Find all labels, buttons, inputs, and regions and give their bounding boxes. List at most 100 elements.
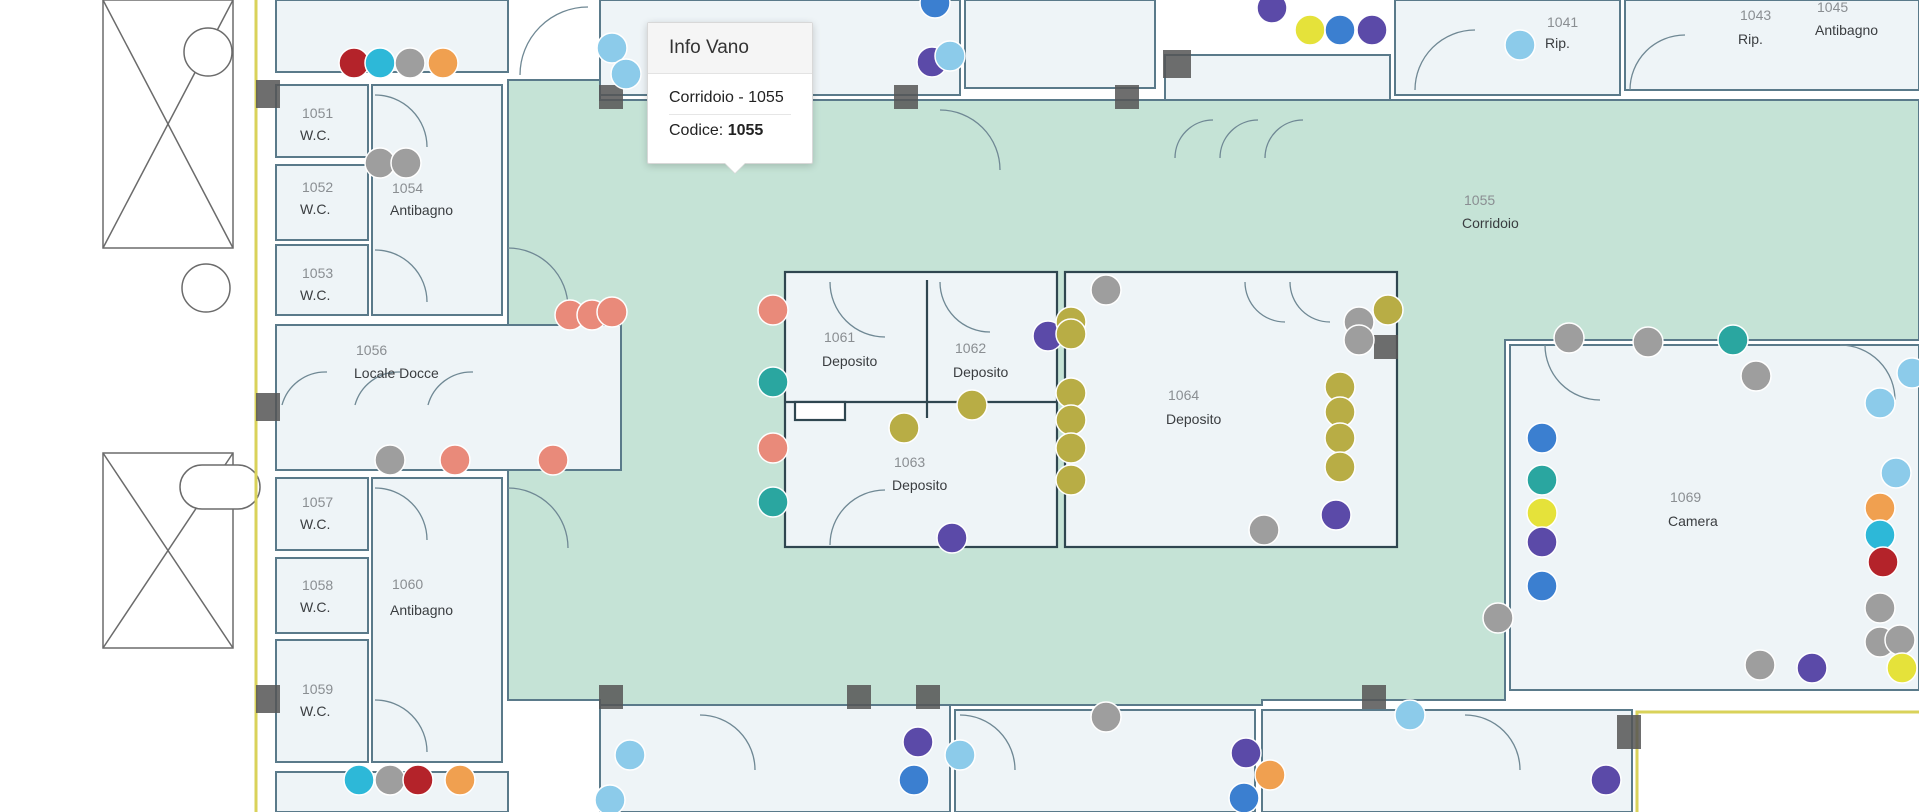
asset-markers[interactable] [338,0,1919,812]
tooltip-divider [669,114,791,115]
room-number-1061: 1061 [824,329,855,345]
chair-icon[interactable] [394,47,426,79]
room-name-1045: Antibagno [1815,22,1878,38]
tooltip-code-value: 1055 [727,122,764,139]
door-icon[interactable] [1886,652,1918,684]
fire-hose-reel-icon[interactable] [537,444,569,476]
first-aid-icon[interactable] [1248,514,1280,546]
ladder-icon[interactable] [1256,0,1288,24]
ladder-icon[interactable] [1230,737,1262,769]
shelf-icon[interactable] [1324,451,1356,483]
ladder-icon[interactable] [1356,14,1388,46]
shelf-icon[interactable] [1055,404,1087,436]
room-name-1058: W.C. [300,599,330,615]
bed-icon[interactable] [1228,782,1260,812]
bed-icon[interactable] [898,764,930,796]
first-aid-icon[interactable] [1090,274,1122,306]
monitor-icon[interactable] [343,764,375,796]
room-name-1060: Antibagno [390,602,453,618]
sign-icon[interactable] [1553,322,1585,354]
chair-icon[interactable] [1884,624,1916,656]
room-number-1045: 1045 [1817,0,1848,15]
room-name-1069: Camera [1668,513,1718,529]
chair-icon[interactable] [1740,360,1772,392]
first-aid-icon[interactable] [1482,602,1514,634]
room-number-1055: 1055 [1464,192,1495,208]
tooltip-room-line: Corridoio - 1055 [669,89,784,106]
chair-icon[interactable] [1632,326,1664,358]
cabinet-icon[interactable] [444,764,476,796]
fire-hose-reel-icon[interactable] [439,444,471,476]
ladder-icon[interactable] [1590,764,1622,796]
monitor-icon[interactable] [1526,464,1558,496]
room-name-1059: W.C. [300,703,330,719]
bed-icon[interactable] [1526,422,1558,454]
ladder-icon[interactable] [902,726,934,758]
shelf-icon[interactable] [1055,318,1087,350]
chair-icon[interactable] [1090,701,1122,733]
cabinet-icon[interactable] [1254,759,1286,791]
room-name-1051: W.C. [300,127,330,143]
monitor-icon[interactable] [1880,457,1912,489]
tooltip-body: Corridoio - 1055 Codice: 1055 [648,74,812,145]
door-swings [281,6,1896,771]
room-number-1056: 1056 [356,342,387,358]
shelf-icon[interactable] [1055,464,1087,496]
ceiling-lamp-icon[interactable] [1864,387,1896,419]
shelf-icon[interactable] [1055,432,1087,464]
ladder-icon[interactable] [1320,499,1352,531]
shelf-icon[interactable] [1055,377,1087,409]
ladder-icon[interactable] [1526,526,1558,558]
first-aid-icon[interactable] [1343,324,1375,356]
fire-hose-reel-icon[interactable] [757,486,789,518]
ceiling-lamp-icon[interactable] [594,784,626,812]
room-name-1055: Corridoio [1462,215,1519,231]
ceiling-lamp-icon[interactable] [1896,357,1919,389]
chair-icon[interactable] [374,764,406,796]
room-name-1063: Deposito [892,477,947,493]
fire-hose-reel-icon[interactable] [757,294,789,326]
chair-icon[interactable] [374,444,406,476]
door-icon[interactable] [1294,14,1326,46]
ceiling-lamp-icon[interactable] [944,739,976,771]
room-number-1052: 1052 [302,179,333,195]
chair-icon[interactable] [1864,592,1896,624]
bed-icon[interactable] [919,0,951,19]
fire-hose-reel-icon[interactable] [757,432,789,464]
ceiling-lamp-icon[interactable] [1504,29,1536,61]
room-name-1052: W.C. [300,201,330,217]
room-number-1060: 1060 [392,576,423,592]
monitor-icon[interactable] [1864,519,1896,551]
tooltip-code-label: Codice: [669,122,724,139]
fire-extinguisher-icon[interactable] [402,764,434,796]
room-name-1061: Deposito [822,353,877,369]
bed-icon[interactable] [1526,570,1558,602]
shelf-icon[interactable] [1372,294,1404,326]
monitor-icon[interactable] [1717,324,1749,356]
fire-extinguisher-icon[interactable] [1867,546,1899,578]
info-vano-tooltip: Info Vano Corridoio - 1055 Codice: 1055 [647,22,813,173]
bed-icon[interactable] [1324,14,1356,46]
shelf-icon[interactable] [1324,422,1356,454]
room-name-1057: W.C. [300,516,330,532]
ceiling-lamp-icon[interactable] [610,58,642,90]
chair-icon[interactable] [1744,649,1776,681]
ceiling-lamp-icon[interactable] [1394,699,1426,731]
ceiling-lamp-icon[interactable] [596,32,628,64]
ceiling-lamp-icon[interactable] [614,739,646,771]
cabinet-icon[interactable] [1864,492,1896,524]
tooltip-pointer [725,163,745,173]
chair-icon[interactable] [390,147,422,179]
cabinet-icon[interactable] [427,47,459,79]
shelf-icon[interactable] [888,412,920,444]
ceiling-lamp-icon[interactable] [934,40,966,72]
fire-hose-reel-icon[interactable] [596,296,628,328]
room-number-1041: 1041 [1547,14,1578,30]
fire-hose-reel-icon[interactable] [757,366,789,398]
shelf-icon[interactable] [956,389,988,421]
ladder-icon[interactable] [936,522,968,554]
ladder-icon[interactable] [1796,652,1828,684]
door-icon[interactable] [1526,497,1558,529]
monitor-icon[interactable] [364,47,396,79]
